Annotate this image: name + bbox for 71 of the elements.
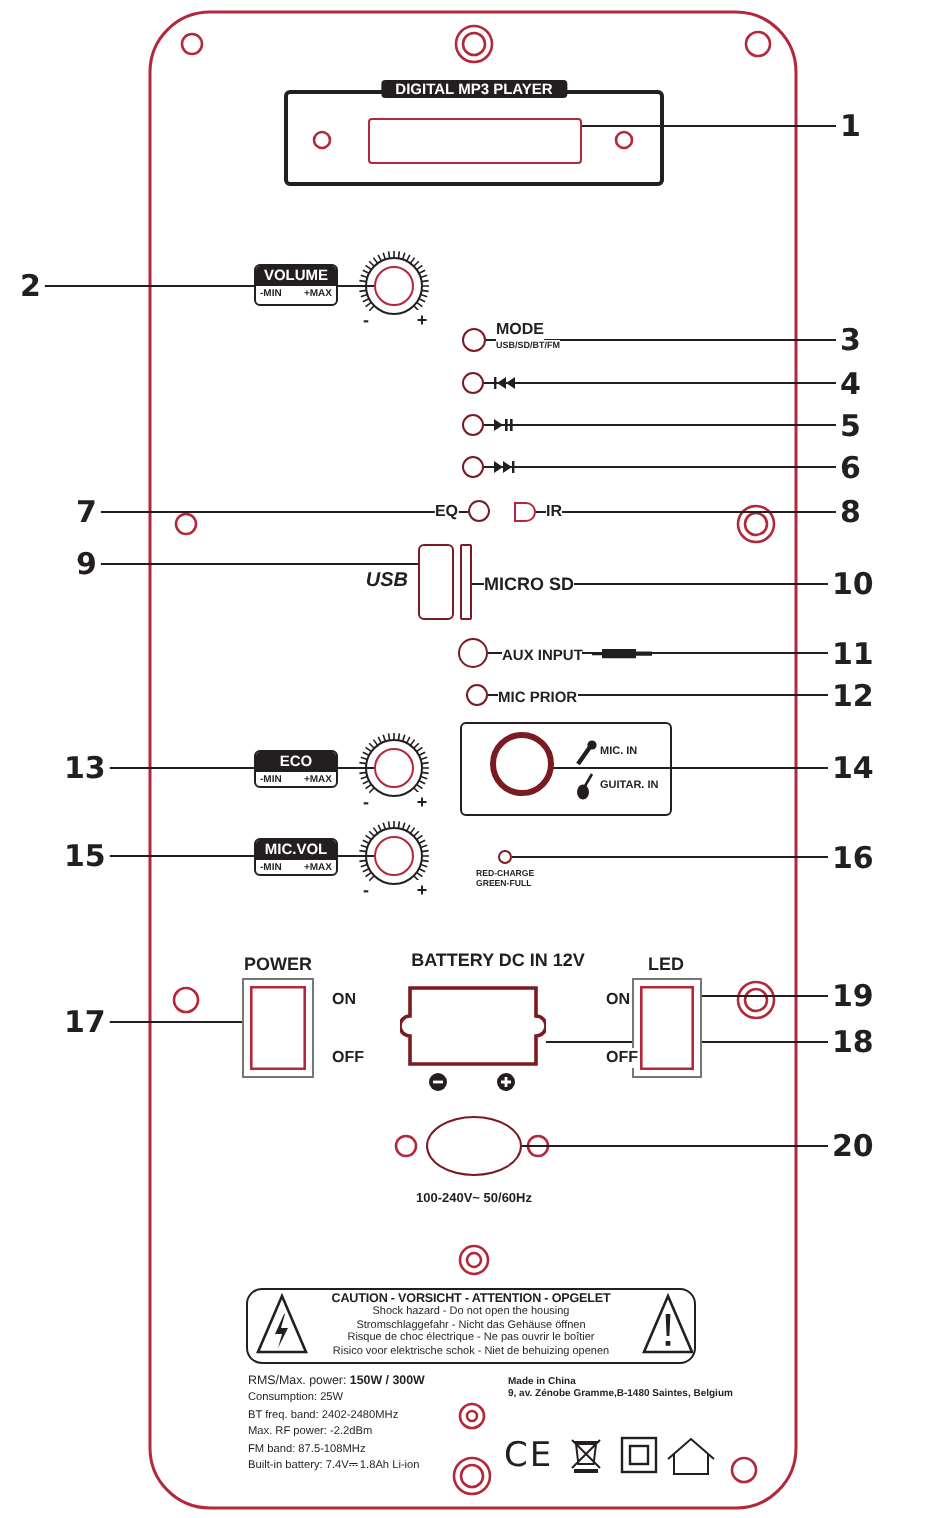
callout-number: 7: [76, 494, 97, 530]
scale-mark: +: [416, 309, 428, 331]
switch-state-label: ON: [606, 990, 630, 1010]
battery-connector: [400, 986, 546, 1066]
audio-jack: [458, 638, 488, 668]
callout-number: 5: [840, 407, 861, 443]
callout-number: 9: [76, 546, 97, 582]
connector-label: BATTERY DC IN 12V: [411, 949, 585, 971]
leader-line: [483, 382, 837, 384]
ir-sensor: [514, 502, 536, 522]
switch-label: LED: [648, 953, 684, 975]
leader-line: [99, 563, 419, 565]
indicator-led: [498, 850, 512, 864]
callout-number: 15: [64, 838, 106, 874]
callout-number: 18: [832, 1024, 874, 1060]
leader-line: [108, 1021, 243, 1023]
callout-number: 6: [840, 449, 861, 485]
display-window: [367, 117, 581, 163]
callout-number: 12: [832, 677, 874, 713]
switch-state-label: ON: [332, 990, 356, 1010]
leader-line: [483, 424, 837, 426]
leader-line: [535, 511, 837, 513]
callout-number: 2: [20, 268, 41, 304]
push-button: [468, 500, 490, 522]
ce-mark: CE: [504, 1435, 554, 1477]
leader-line: [483, 466, 837, 468]
usb-port: [418, 544, 454, 620]
combo-jack: [489, 731, 553, 795]
control-label-plate: [254, 750, 338, 788]
leader-line: [511, 856, 829, 858]
callout-number: 14: [832, 750, 874, 786]
sensor-label: IR: [546, 502, 562, 522]
leader-line: [521, 1145, 829, 1147]
rotary-knob: [374, 836, 414, 876]
leader-line: [580, 125, 837, 127]
scale-mark: +: [416, 791, 428, 813]
callout-number: 1: [840, 108, 861, 144]
callout-number: 11: [832, 635, 874, 671]
switch-label: POWER: [244, 953, 312, 975]
button-label: MODE: [496, 320, 544, 340]
sd-card-slot: [460, 544, 472, 620]
callout-number: 10: [832, 566, 874, 602]
callout-number: 20: [832, 1128, 874, 1164]
input-panel: [460, 722, 672, 816]
push-button: [462, 328, 486, 352]
port-label: MICRO SD: [484, 573, 574, 595]
callout-number: 13: [64, 750, 106, 786]
button-label: EQ: [434, 502, 458, 522]
control-label-plate: [254, 264, 338, 306]
callout-number: 4: [840, 365, 861, 401]
callout-number: 8: [840, 494, 861, 530]
push-button: [462, 414, 484, 436]
switch-state-label: OFF: [332, 1048, 364, 1068]
rotary-knob: [374, 266, 414, 306]
rotary-knob: [374, 748, 414, 788]
control-label-plate: [254, 838, 338, 876]
leader-line: [551, 767, 829, 769]
scale-mark: +: [416, 879, 428, 901]
push-button: [462, 456, 484, 478]
switch-state-label: OFF: [606, 1048, 638, 1068]
rocker-switch: [242, 978, 314, 1078]
callout-number: 16: [832, 839, 874, 875]
callout-number: 19: [832, 978, 874, 1014]
push-button: [462, 372, 484, 394]
callout-number: 17: [64, 1004, 106, 1040]
leader-line: [701, 995, 829, 997]
callout-number: 3: [840, 322, 861, 358]
push-button: [466, 684, 488, 706]
warning-panel: [246, 1288, 696, 1364]
leader-line: [99, 511, 470, 513]
power-inlet: [426, 1116, 522, 1176]
